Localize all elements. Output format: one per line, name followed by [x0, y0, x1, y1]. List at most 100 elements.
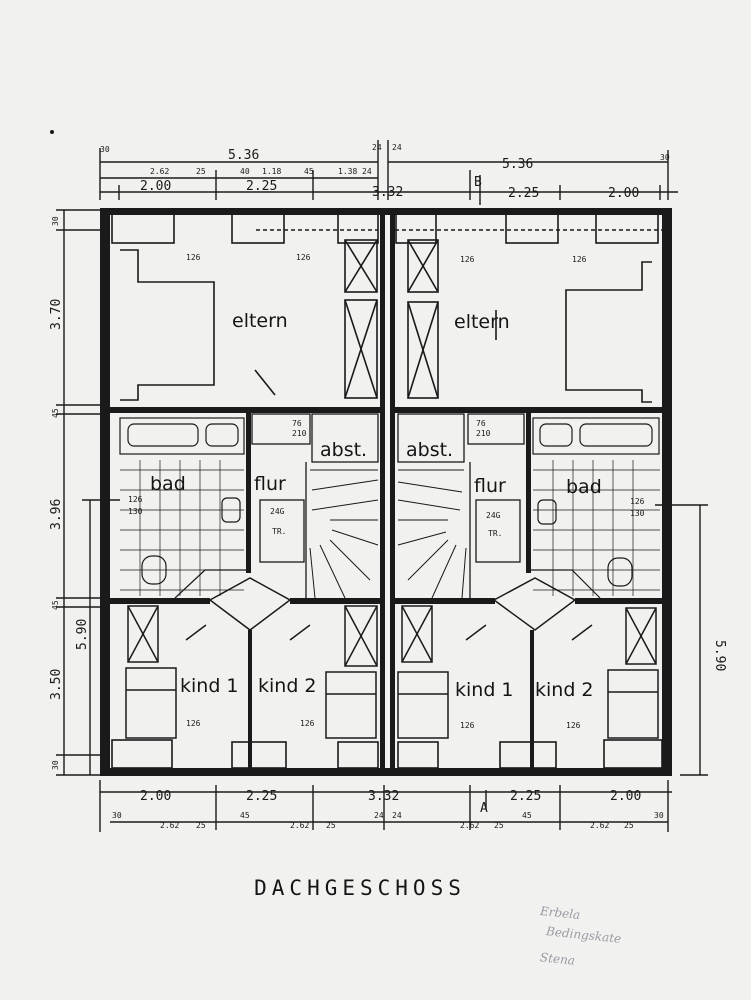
outer-walls [100, 208, 672, 776]
bed-mark-1: 126 [186, 253, 201, 262]
dim-bottom-4: 2.25 [510, 789, 541, 804]
top-windows [111, 212, 659, 244]
room-label-right-kind2: kind 2 [535, 679, 594, 701]
bed-mark-3: 126 [460, 255, 475, 264]
dim-bsub-13: 25 [624, 821, 634, 830]
dim-v-7: 30 [51, 760, 60, 770]
drawing-title: DACHGESCHOSS [254, 876, 466, 900]
room-label-right-eltern: eltern [454, 311, 510, 333]
dim-sub-2: 25 [196, 167, 206, 176]
section-mark-b: B [474, 175, 482, 190]
dim-v-4: 3.96 [49, 499, 64, 530]
dim-bsub-8: 24 [392, 811, 402, 820]
section-mark-a: A [480, 801, 488, 816]
dim-sub-3: 40 [240, 167, 250, 176]
dim-top-wall-right: 30 [660, 153, 670, 162]
bed-mark-6: 126 [300, 719, 315, 728]
right-flur-stairs [397, 413, 525, 599]
bottom-dimension-lines [99, 780, 672, 832]
room-label-left-abst: abst. [320, 439, 367, 461]
room-label-left-bad: bad [150, 473, 186, 495]
room-label-left-flur: flur [254, 473, 286, 495]
dim-bsub-12: 2.62 [590, 821, 609, 830]
dim-bottom-5: 2.00 [610, 789, 641, 804]
dim-row-1: 2.00 [140, 179, 171, 194]
bed-mark-4: 126 [572, 255, 587, 264]
bottom-sub-dims: 30 2.62 25 45 2.62 25 24 24 2.62 25 45 2… [112, 811, 664, 830]
room-label-right-tr: TR. [488, 529, 502, 538]
dim-top-right-total: 5.36 [502, 157, 533, 172]
room-label-right-kind1: kind 1 [455, 679, 514, 701]
dim-row-3: 3.32 [372, 185, 403, 200]
dim-bsub-9: 2.62 [460, 821, 479, 830]
right-eltern-furniture [395, 229, 662, 403]
left-bad-fixtures [119, 417, 246, 599]
dim-bsub-14: 30 [654, 811, 664, 820]
right-hatch: 24G [486, 511, 501, 520]
ink-dot [50, 130, 54, 134]
dim-bottom-2: 2.25 [246, 789, 277, 804]
dim-bsub-7: 24 [374, 811, 384, 820]
dim-bottom-3: 3.32 [368, 789, 399, 804]
dim-row-4: 2.25 [508, 186, 539, 201]
dim-row-5: 2.00 [608, 186, 639, 201]
left-door-a: 76 [292, 419, 302, 428]
bed-marks: 126 126 126 126 126 126 126 126 [186, 253, 587, 730]
top-dimension-lines [99, 140, 678, 205]
dim-bsub-3: 25 [196, 821, 206, 830]
dim-bsub-11: 45 [522, 811, 532, 820]
right-bath-window-a: 126 [630, 497, 645, 506]
dim-bsub-6: 25 [326, 821, 336, 830]
bed-mark-7: 126 [460, 721, 475, 730]
dim-v-3: 45 [51, 408, 60, 418]
dim-top-mid-wall: 24 [372, 143, 382, 152]
right-door-a: 76 [476, 419, 486, 428]
right-kind-furniture [397, 577, 659, 739]
dim-top-mid-wall-b: 24 [392, 143, 402, 152]
dim-top-wall-left: 30 [100, 145, 110, 154]
dim-bsub-2: 2.62 [160, 821, 179, 830]
left-bath-window-a: 126 [128, 495, 143, 504]
dim-row-2: 2.25 [246, 179, 277, 194]
bed-mark-5: 126 [186, 719, 201, 728]
right-bad-fixtures [531, 417, 660, 599]
room-label-left-eltern: eltern [232, 310, 288, 332]
dim-bsub-1: 30 [112, 811, 122, 820]
dim-bottom-1: 2.00 [140, 789, 171, 804]
left-kind-furniture [125, 577, 378, 739]
right-bath-window-b: 130 [630, 509, 645, 518]
dim-v-1: 30 [51, 216, 60, 226]
left-door-b: 210 [292, 429, 307, 438]
room-label-right-abst: abst. [406, 439, 453, 461]
dim-sub-4: 1.18 [262, 167, 281, 176]
room-label-left-kind2: kind 2 [258, 675, 317, 697]
dim-bsub-5: 2.62 [290, 821, 309, 830]
bed-mark-8: 126 [566, 721, 581, 730]
dim-v-2: 3.70 [49, 299, 64, 330]
dim-v-5: 45 [51, 600, 60, 610]
dim-top-left-total: 5.36 [228, 148, 259, 163]
right-door-b: 210 [476, 429, 491, 438]
dim-v-6: 3.50 [49, 669, 64, 700]
left-eltern-furniture [120, 229, 378, 401]
dim-sub-6: 1.38 [338, 167, 357, 176]
dim-left-total: 5.90 [75, 619, 90, 650]
room-label-left-tr: TR. [272, 527, 286, 536]
dim-bsub-4: 45 [240, 811, 250, 820]
room-label-right-flur: flur [474, 475, 506, 497]
left-hatch: 24G [270, 507, 285, 516]
bed-mark-2: 126 [296, 253, 311, 262]
room-label-left-kind1: kind 1 [180, 675, 239, 697]
room-label-right-bad: bad [566, 476, 602, 498]
left-flur-stairs [251, 413, 379, 599]
dim-sub-5: 45 [304, 167, 314, 176]
bottom-windows [111, 739, 663, 769]
left-dimension-lines [56, 209, 120, 776]
left-vertical-dims: 30 3.70 45 3.96 45 3.50 30 5.90 [49, 216, 90, 770]
dim-bsub-10: 25 [494, 821, 504, 830]
dim-sub-1: 2.62 [150, 167, 169, 176]
left-bath-window-b: 130 [128, 507, 143, 516]
dim-right-total: 5.90 [712, 640, 727, 671]
